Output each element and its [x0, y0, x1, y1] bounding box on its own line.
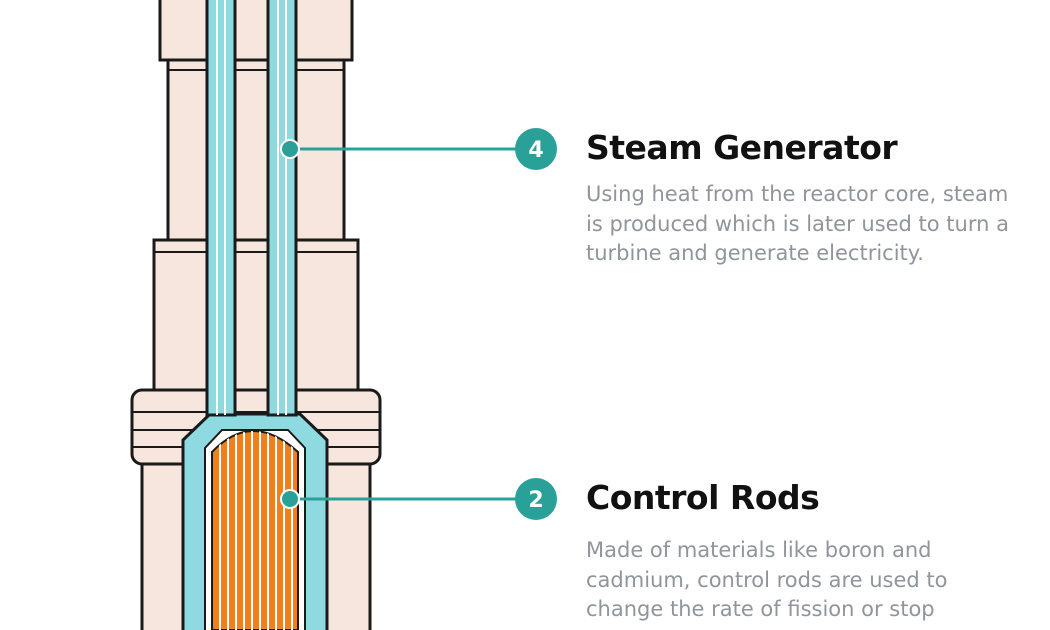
description-line: is produced which is later used to turn … — [586, 211, 1009, 236]
callout-description: Using heat from the reactor core, steam … — [586, 180, 1046, 269]
steam-generator-pointer: 4 — [280, 128, 557, 170]
callout-steam-generator: Steam Generator Using heat from the reac… — [586, 128, 1046, 269]
control-rod-bundle — [211, 430, 299, 630]
callout-description: Made of materials like boron and cadmium… — [586, 536, 1046, 625]
description-line: change the rate of fission or stop — [586, 597, 935, 621]
steam-pipe-right — [266, 0, 298, 417]
vessel-top-section — [158, 0, 354, 242]
control-rods-pointer: 2 — [280, 478, 557, 520]
description-line: Made of materials like boron and — [586, 538, 932, 562]
badge-steam-generator: 4 — [528, 138, 543, 163]
callout-title: Control Rods — [586, 478, 820, 517]
vessel-middle-section — [152, 238, 360, 392]
description-line: turbine and generate electricity. — [586, 241, 924, 265]
callout-control-rods: Control Rods Made of materials like boro… — [586, 478, 1046, 625]
callout-title: Steam Generator — [586, 128, 898, 167]
badge-control-rods: 2 — [528, 488, 543, 513]
description-line: Using heat from the reactor core, steam — [586, 182, 1009, 206]
steam-pipe-left — [205, 0, 237, 417]
description-line: cadmium, control rods are used to — [586, 567, 948, 592]
